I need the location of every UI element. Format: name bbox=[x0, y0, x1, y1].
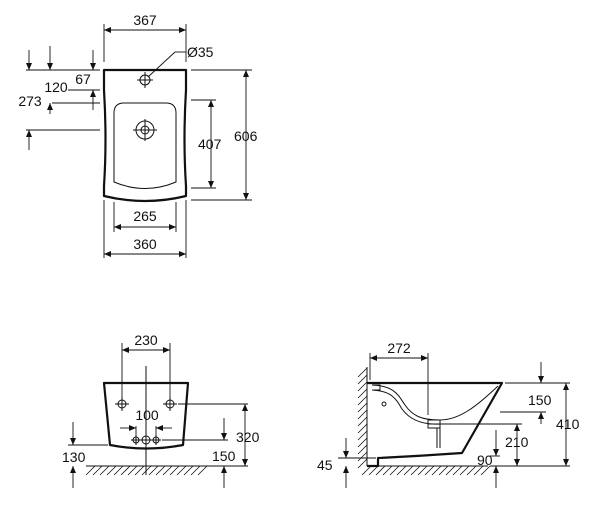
dim-90-label: 90 bbox=[477, 452, 493, 468]
dim-272-label: 272 bbox=[387, 340, 411, 356]
dim-150-rear-label: 150 bbox=[212, 448, 236, 464]
dim-diameter-label: Ø35 bbox=[187, 44, 214, 60]
rear-view: 230 100 320 150 130 bbox=[62, 332, 260, 488]
dim-67-label: 67 bbox=[75, 71, 91, 87]
dim-150-side-label: 150 bbox=[528, 392, 552, 408]
dim-130-label: 130 bbox=[62, 449, 86, 465]
side-view: 272 150 410 210 90 45 bbox=[317, 340, 580, 488]
dim-120-label: 120 bbox=[44, 79, 68, 95]
dim-407-label: 407 bbox=[198, 136, 222, 152]
rear-floor-hatch bbox=[85, 465, 208, 476]
dim-606-label: 606 bbox=[234, 128, 258, 144]
dim-265-label: 265 bbox=[133, 208, 157, 224]
top-view-basin bbox=[113, 102, 177, 189]
dim-230-label: 230 bbox=[134, 332, 158, 348]
side-wall-hatch bbox=[357, 367, 368, 469]
dim-360-label: 360 bbox=[133, 236, 157, 252]
dim-210-label: 210 bbox=[505, 434, 529, 450]
dim-320-label: 320 bbox=[236, 429, 260, 445]
side-bowl-curve bbox=[371, 384, 499, 421]
dim-100-label: 100 bbox=[135, 407, 159, 423]
dim-45-label: 45 bbox=[317, 457, 333, 473]
top-view-outline bbox=[102, 68, 188, 203]
dim-367-label: 367 bbox=[133, 12, 157, 28]
rear-view-outline bbox=[102, 381, 190, 450]
top-view: 367 Ø35 67 120 273 407 606 bbox=[18, 12, 258, 258]
side-view-outline bbox=[367, 381, 504, 468]
dim-273-label: 273 bbox=[18, 93, 42, 109]
dim-410-label: 410 bbox=[556, 416, 580, 432]
side-floor-hatch bbox=[361, 465, 491, 476]
waste-hole bbox=[140, 435, 152, 445]
